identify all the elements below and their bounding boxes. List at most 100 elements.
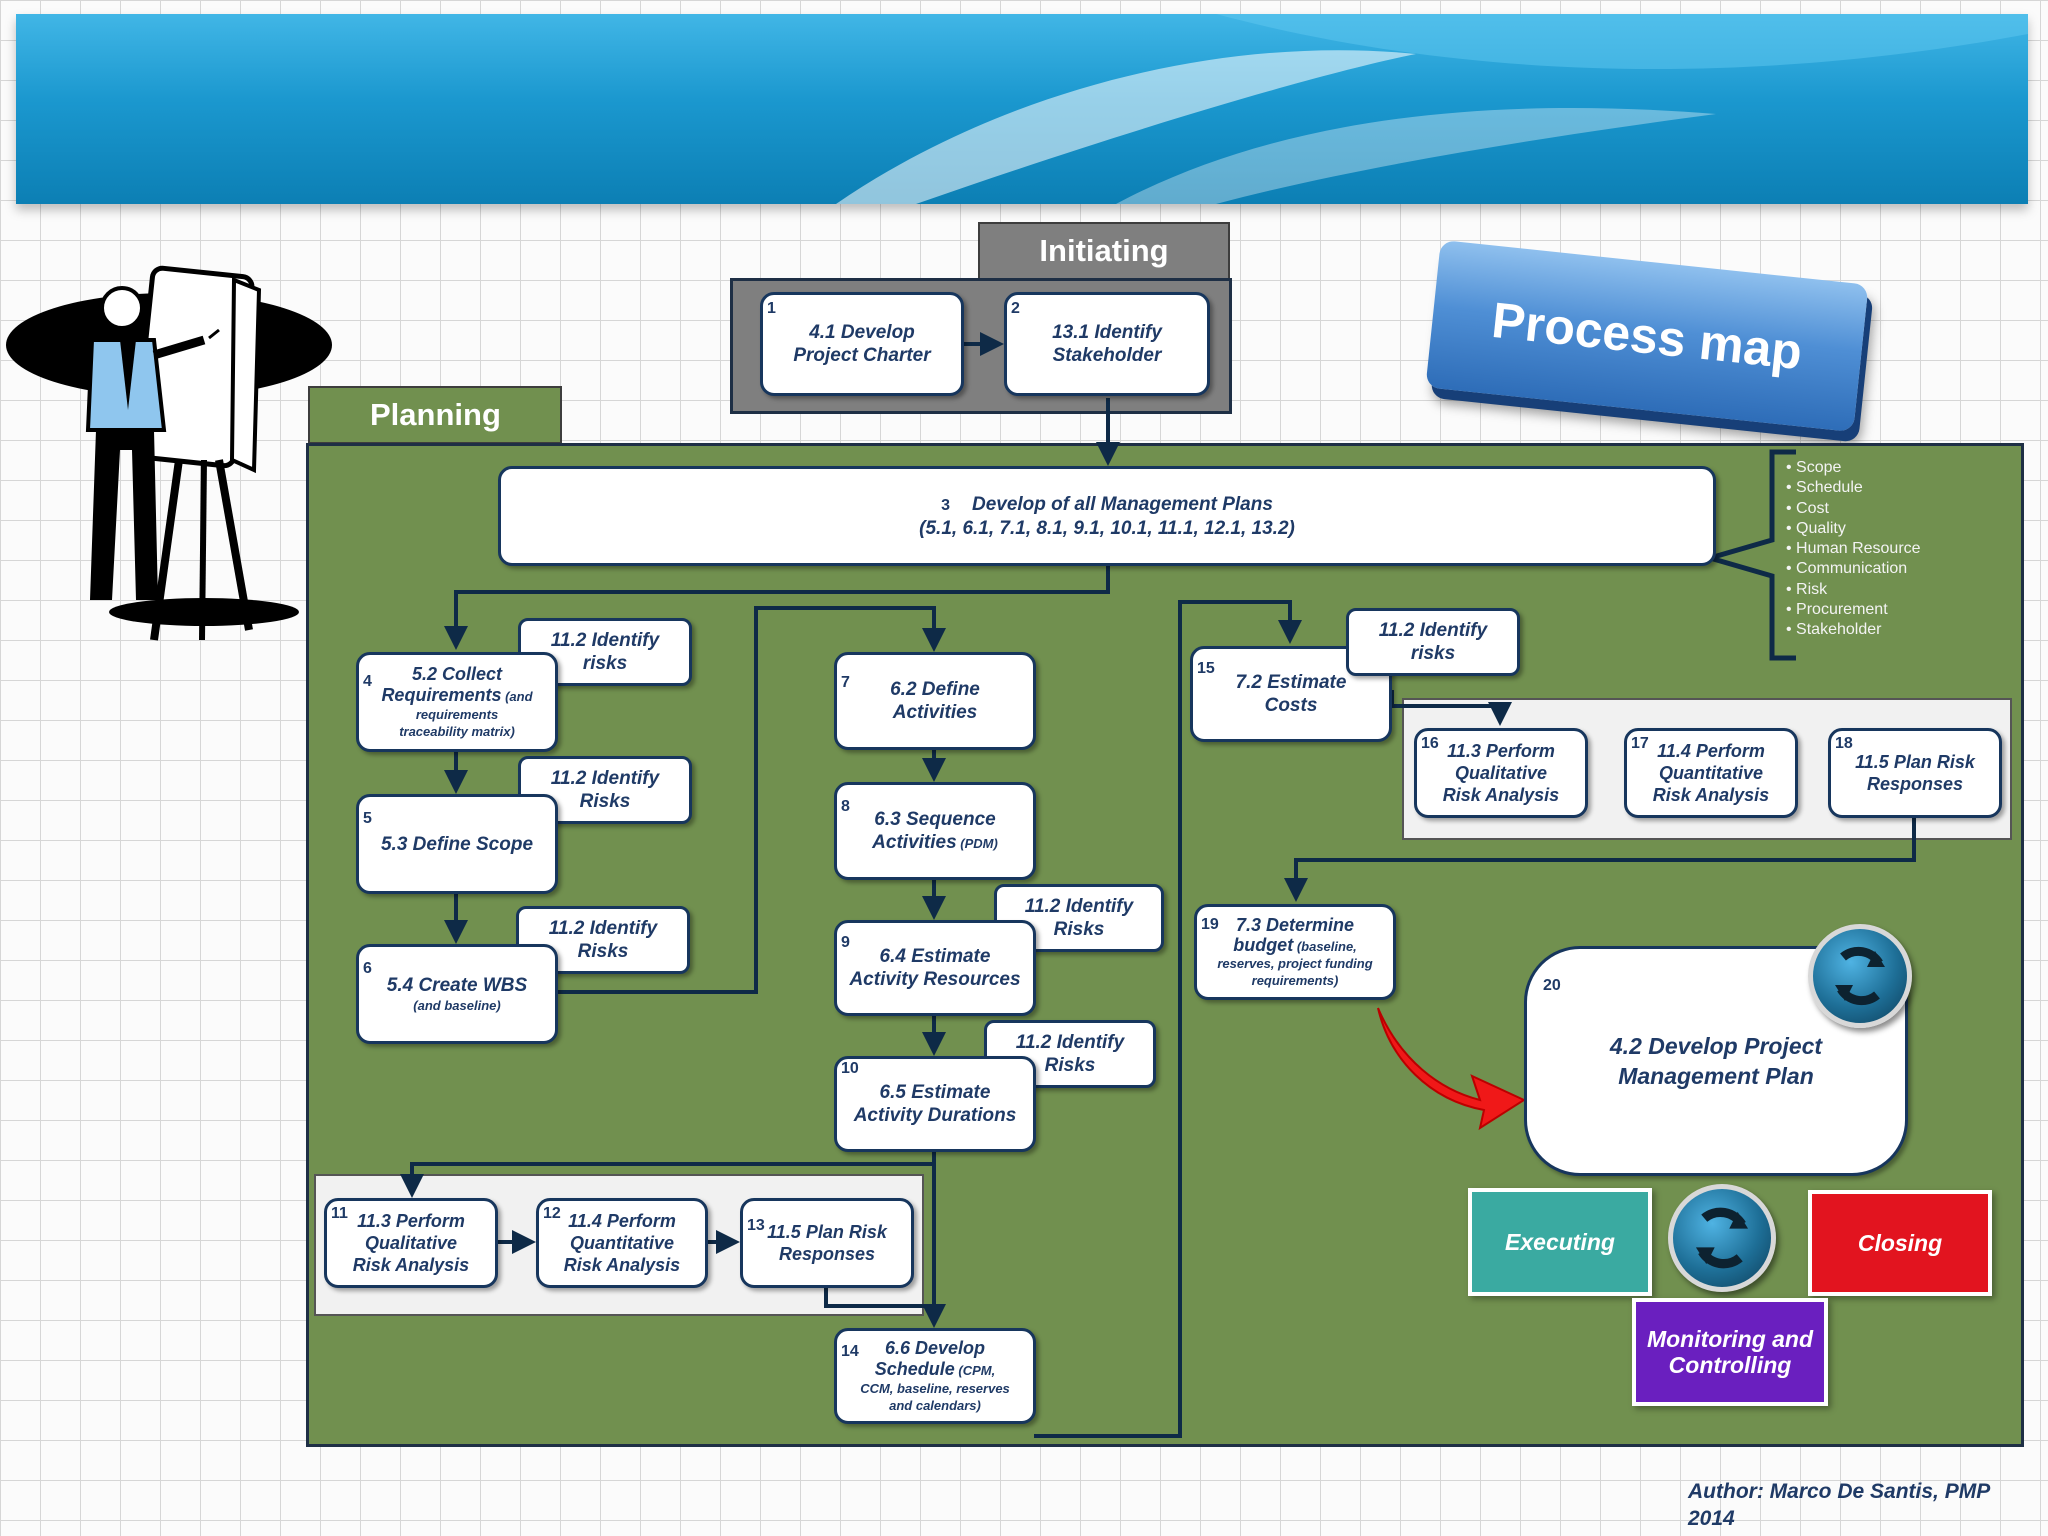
presenter-illustration — [4, 260, 334, 650]
process-title: Develop of all Management Plans — [971, 493, 1273, 515]
risk-title: 11.2 Identify — [550, 768, 660, 789]
process-number: 8 — [841, 798, 850, 815]
author-credit: Author: Marco De Santis, PMP 2014 — [1688, 1478, 1990, 1532]
process-title-line2: Requirements (and — [381, 685, 532, 706]
process-3-develop-management-plans[interactable]: 3 Develop of all Management Plans (5.1, 6… — [498, 466, 1716, 566]
process-title: 11.5 Plan Risk — [1855, 752, 1975, 772]
monitoring-label-line1: Monitoring and — [1646, 1326, 1814, 1352]
process-title-line2: Schedule (CPM, — [875, 1359, 995, 1380]
process-5-2-collect-requirements[interactable]: 4 5.2 Collect Requirements (and requirem… — [356, 652, 558, 752]
process-title: 6.5 Estimate — [879, 1082, 991, 1103]
process-number: 9 — [841, 934, 850, 951]
list-item: Communication — [1786, 559, 1921, 579]
risk-title: 11.2 Identify — [550, 630, 660, 651]
process-title: 11.4 Perform — [1657, 741, 1765, 761]
process-6-3-sequence-activities[interactable]: 8 6.3 Sequence Activities (PDM) — [834, 782, 1036, 880]
cycle-icon — [1808, 924, 1912, 1028]
process-number: 18 — [1835, 735, 1853, 752]
process-title-line3: Risk Analysis — [563, 1255, 681, 1275]
arrow-18-19 — [1284, 818, 1916, 902]
process-note: (CPM, — [954, 1363, 996, 1378]
process-note: (and — [501, 689, 533, 704]
process-subtitle: (5.1, 6.1, 7.1, 8.1, 9.1, 10.1, 11.1, 12… — [919, 517, 1295, 539]
closing-label: Closing — [1857, 1229, 1943, 1256]
process-title-line2: budget (baseline, — [1233, 935, 1357, 955]
process-5-3-define-scope[interactable]: 5 5.3 Define Scope — [356, 794, 558, 894]
process-6-4-estimate-activity-resources[interactable]: 9 6.4 Estimate Activity Resources — [834, 920, 1036, 1016]
brace — [1701, 449, 1796, 661]
process-number: 5 — [363, 810, 372, 827]
process-title-line3: Risk Analysis — [1652, 785, 1770, 805]
list-item: Risk — [1786, 580, 1921, 600]
process-6-6-develop-schedule[interactable]: 14 6.6 Develop Schedule (CPM, CCM, basel… — [834, 1328, 1036, 1424]
process-5-4-create-wbs[interactable]: 6 5.4 Create WBS (and baseline) — [356, 944, 558, 1044]
risk-identify-e[interactable]: 11.2 Identify Risks — [984, 1020, 1156, 1088]
process-11-5-plan-risk-responses-b[interactable]: 18 11.5 Plan Risk Responses — [1828, 728, 2002, 818]
process-number: 7 — [841, 674, 850, 691]
management-plans-list: Scope Schedule Cost Quality Human Resour… — [1786, 458, 1921, 641]
executing-button[interactable]: Executing — [1472, 1192, 1648, 1292]
process-title: 11.3 Perform — [1447, 741, 1555, 761]
process-title: 13.1 Identify — [1052, 322, 1162, 343]
arrow-14-15 — [1034, 600, 1302, 1438]
header-banner — [16, 14, 2028, 204]
process-note: traceability matrix) — [399, 724, 515, 739]
process-11-3-perform-qualitative-risk-analysis-a[interactable]: 11 11.3 Perform Qualitative Risk Analysi… — [324, 1198, 498, 1288]
process-title-line2: Activities — [892, 702, 978, 723]
cycle-icon — [1668, 1184, 1776, 1292]
process-7-3-determine-budget[interactable]: 19 7.3 Determine budget (baseline, reser… — [1194, 904, 1396, 1000]
process-title: 6.3 Sequence — [874, 809, 996, 830]
arrow-15-16 — [1390, 690, 1512, 726]
risk-identify-f[interactable]: 11.2 Identify risks — [1346, 608, 1520, 676]
process-13-1-identify-stakeholder[interactable]: 2 13.1 Identify Stakeholder — [1004, 292, 1210, 396]
process-number: 16 — [1421, 735, 1439, 752]
process-6-5-estimate-activity-durations[interactable]: 10 6.5 Estimate Activity Durations — [834, 1056, 1036, 1152]
process-11-5-plan-risk-responses-a[interactable]: 13 11.5 Plan Risk Responses — [740, 1198, 914, 1288]
process-note: reserves, project funding — [1217, 956, 1373, 971]
process-note: requirements — [415, 707, 499, 722]
process-11-4-perform-quantitative-risk-analysis-a[interactable]: 12 11.4 Perform Quantitative Risk Analys… — [536, 1198, 708, 1288]
process-number: 2 — [1011, 300, 1020, 317]
process-title-line3: Risk Analysis — [352, 1255, 470, 1275]
process-number: 14 — [841, 1343, 859, 1360]
process-number: 3 — [941, 496, 950, 514]
process-title-line2: Activities (PDM) — [872, 831, 998, 854]
process-number: 12 — [543, 1205, 561, 1222]
process-number: 10 — [841, 1060, 859, 1077]
risk-title-line2: Risks — [1053, 919, 1105, 940]
process-number: 17 — [1631, 735, 1649, 752]
process-title-line2: Qualitative — [1454, 763, 1548, 783]
process-number: 4 — [363, 673, 372, 690]
process-title-line2: Responses — [778, 1244, 876, 1264]
process-title: 5.3 Define Scope — [380, 833, 534, 855]
list-item: Stakeholder — [1786, 620, 1921, 640]
process-title-part: Requirements — [381, 685, 502, 705]
process-title: 11.3 Perform — [357, 1211, 465, 1231]
author-name: Author: Marco De Santis, PMP — [1688, 1480, 1991, 1503]
process-6-2-define-activities[interactable]: 7 6.2 Define Activities — [834, 652, 1036, 750]
process-title: 7.3 Determine — [1235, 915, 1355, 935]
process-title: 6.4 Estimate — [879, 946, 991, 967]
planning-label: Planning — [370, 397, 501, 432]
risk-title: 11.2 Identify — [548, 918, 658, 939]
process-3-line1: 3 Develop of all Management Plans — [941, 493, 1273, 517]
process-title: 11.4 Perform — [568, 1211, 676, 1231]
risk-title-line2: risks — [1410, 643, 1456, 664]
process-4-1-develop-project-charter[interactable]: 1 4.1 Develop Project Charter — [760, 292, 964, 396]
process-11-3-perform-qualitative-risk-analysis-b[interactable]: 16 11.3 Perform Qualitative Risk Analysi… — [1414, 728, 1588, 818]
monitoring-controlling-button[interactable]: Monitoring and Controlling — [1636, 1302, 1824, 1402]
arrow-3-left — [444, 564, 1110, 650]
process-note: (PDM) — [956, 836, 998, 851]
process-note: CCM, baseline, reserves — [860, 1381, 1010, 1396]
closing-button[interactable]: Closing — [1812, 1194, 1988, 1292]
process-11-4-perform-quantitative-risk-analysis-b[interactable]: 17 11.4 Perform Quantitative Risk Analys… — [1624, 728, 1798, 818]
banner-swoosh — [836, 14, 2028, 204]
process-title-line2: Qualitative — [364, 1233, 458, 1253]
process-title-line2: Activity Resources — [849, 969, 1021, 990]
risk-title: 11.2 Identify — [1015, 1032, 1125, 1053]
process-title-line2: Quantitative — [1658, 763, 1764, 783]
list-item: Cost — [1786, 499, 1921, 519]
arrow-10-11 — [400, 1152, 936, 1198]
risk-identify-a[interactable]: 11.2 Identify risks — [518, 618, 692, 686]
process-title-line3: Risk Analysis — [1442, 785, 1560, 805]
